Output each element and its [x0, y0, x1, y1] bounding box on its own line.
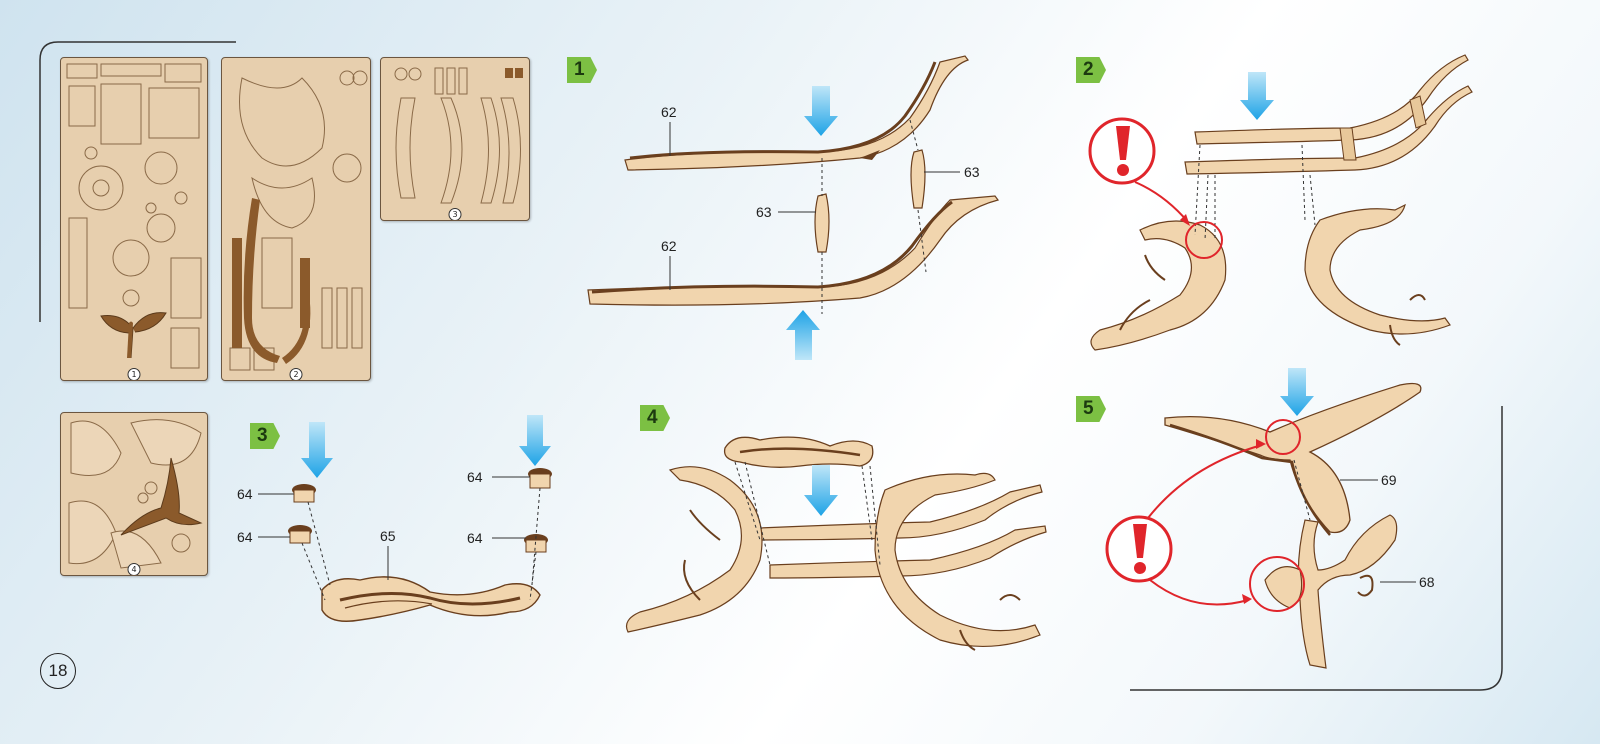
label-part-69: 69 [1381, 472, 1397, 488]
label-part-68: 68 [1419, 574, 1435, 590]
page-number: 18 [40, 653, 76, 689]
